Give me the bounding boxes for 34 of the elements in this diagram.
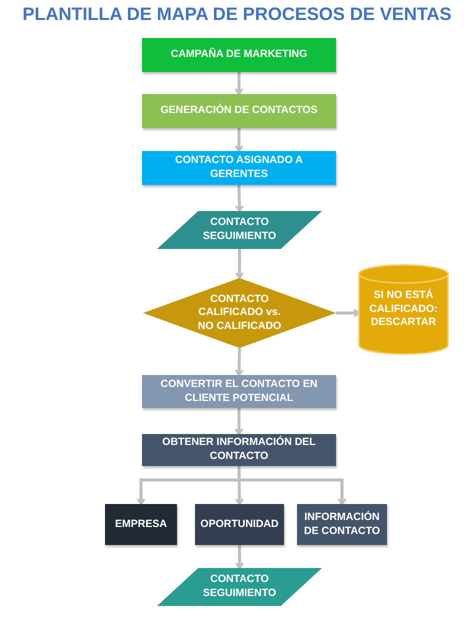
process-box	[105, 504, 177, 545]
data-parallelogram	[157, 211, 322, 249]
title: PLANTILLA DE MAPA DE PROCESOS DE VENTAS	[21, 4, 453, 25]
process-box	[142, 38, 336, 72]
arrow	[235, 249, 244, 279]
node-label: GENERACIÓN DE CONTACTOS	[159, 104, 319, 118]
node-label: CONTACTO ASIGNADO A GERENTES	[174, 154, 304, 182]
node-label: CAMPAÑA DE MARKETING	[170, 48, 308, 62]
process-box	[297, 504, 387, 545]
arrow	[234, 128, 244, 152]
node-label: CONTACTO SEGUIMIENTO	[202, 216, 278, 244]
process-box	[142, 151, 336, 185]
node-label: CONVERTIR EL CONTACTO EN CLIENTE POTENCIAL	[160, 378, 318, 406]
arrow	[238, 466, 346, 505]
database-cylinder	[359, 265, 448, 354]
process-box	[142, 434, 336, 466]
arrow	[234, 72, 244, 95]
process-box	[142, 94, 336, 128]
process-box	[142, 375, 336, 408]
data-parallelogram	[157, 568, 322, 606]
node-label: INFORMACIÓN DE CONTACTO	[302, 510, 382, 538]
node-label: CONTACTO CALIFICADO vs. NO CALIFICADO	[196, 292, 282, 334]
node-label: CONTACTO SEGUIMIENTO	[202, 573, 278, 601]
arrow	[234, 184, 244, 212]
decision-diamond	[143, 278, 336, 348]
arrow	[234, 348, 244, 376]
arrow	[336, 308, 360, 318]
arrow	[234, 408, 244, 435]
node-label: SI NO ESTÁ CALIFICADO: DESCARTAR	[368, 289, 439, 330]
arrow	[235, 545, 244, 569]
node-label: OBTENER INFORMACIÓN DEL CONTACTO	[161, 436, 317, 464]
node-label: OPORTUNIDAD	[199, 518, 280, 532]
node-label: EMPRESA	[114, 518, 168, 532]
process-box	[195, 504, 284, 545]
